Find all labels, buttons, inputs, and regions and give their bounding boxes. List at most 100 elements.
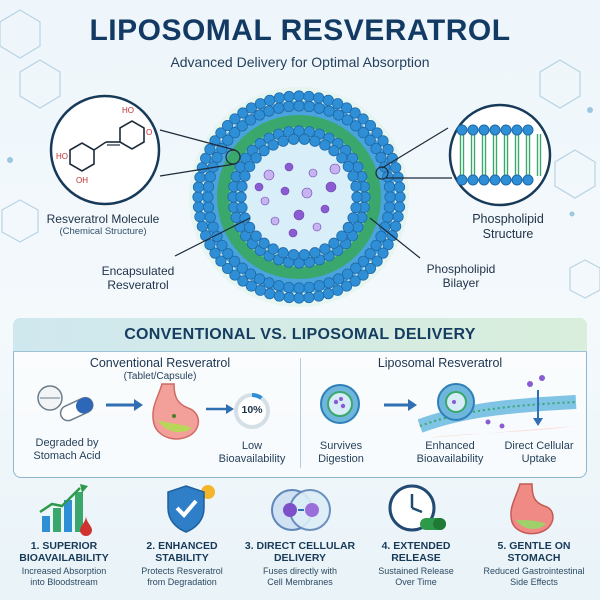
benefit-desc-line1: Increased Absorption [21,566,107,577]
phospholipid-head [253,273,266,285]
phospholipid-structure-label: Phospholipid Structure [448,212,568,242]
benefit-desc-line2: Cell Membranes [267,576,333,587]
benefit-title-line2: STOMACH [507,552,561,565]
phospholipid-head [209,247,221,259]
enhanced-bioavailability-label: Enhanced Bioavailability [408,440,492,466]
resveratrol-molecule-dot [284,162,294,172]
degraded-line1: Degraded by [35,437,99,449]
resveratrol-molecule-dot [263,169,275,181]
phospholipid-head [357,255,369,267]
low-bioavailability-label: Low Bioavailability [204,440,300,466]
phospholipid-head [383,181,396,193]
liposome-illustration [189,87,409,307]
phospholipid-head [349,107,361,119]
phospholipid-head [309,135,321,147]
phospholipid-head [342,160,354,173]
phospholipid-head [298,133,310,145]
survives-line1: Survives [319,440,363,452]
phospholipid-head [239,212,251,224]
phospholipid-head [211,151,223,164]
benefit-title-line2: DELIVERY [273,552,327,565]
direct-line2: Uptake [521,453,557,466]
low-line2: Bioavailability [218,453,286,466]
phospholipid-head [288,249,300,261]
phospholipid-head [364,134,376,146]
benefit-desc-line1: Protects Resveratrol [141,566,223,577]
phospholipid-head [200,152,212,164]
survives-label: Survives Digestion [306,440,376,466]
phospholipid-head [375,151,387,164]
lipid-head [456,174,468,186]
direct-line1: Direct Cellular [504,440,574,452]
shield-check-icon [167,485,215,533]
atom-o-right: O [146,128,153,137]
phospholipid-head [250,230,262,242]
phospholipid-head [371,127,383,139]
phospholipid-head [370,142,382,155]
benefit-title-line1: 1. SUPERIOR [30,540,98,552]
lipid-head [467,124,479,136]
phospholipid-head [204,143,216,155]
benefit-desc-line2: into Bloodstream [30,576,98,587]
lipid-head [467,174,479,186]
phospholipid-head [379,221,391,233]
phospholipid-head [328,145,340,157]
atom-oh-bottom: OH [76,176,88,185]
phospholipid-head [215,127,227,139]
resveratrol-molecule-dot [254,182,264,192]
conventional-title: Conventional Resveratrol [89,356,231,370]
phospholipid-head [216,239,228,252]
bilayer-line2: Bilayer [442,276,480,291]
lipid-head [456,124,468,136]
benefit-title-line2: STABILITY [155,552,209,565]
phospholipid-head [319,139,331,151]
phospholipid-head [244,268,257,280]
phospholipid-head [332,98,344,110]
phospholipid-head [215,255,227,267]
benefit-desc-line1: Fuses directly with [262,566,338,577]
phospholipid-head [347,212,359,224]
phospholipid-head [267,243,279,255]
phospholipid-head [377,247,389,259]
benefit-desc-line1: Sustained Release [378,566,454,577]
lipid-head [511,124,523,136]
molecule-sublabel: (Chemical Structure) [59,226,147,238]
survives-line2: Digestion [318,453,364,466]
stomach-icon [510,483,554,535]
phospholipid-head [350,180,362,192]
degraded-line2: Stomach Acid [33,450,101,463]
phospholipid-head [254,284,266,296]
phospholipid-head [364,248,376,260]
lipid-head [478,124,490,136]
direct-uptake-label: Direct Cellular Uptake [494,440,584,466]
phospholipid-head [236,120,248,132]
phospholipid-head [258,145,270,157]
phospholipid-head [370,239,382,252]
phospholipid-head [250,152,262,164]
resveratrol-molecule-dot [270,216,280,226]
comparison-heading: CONVENTIONAL VS. LIPOSOMAL DELIVERY [13,318,587,352]
benefit-title-line1: 4. EXTENDED [381,540,451,552]
phospholipid-head [277,135,289,147]
phospholipid-head [336,152,348,164]
benefit-desc-line1: Reduced Gastrointestinal [483,566,585,577]
phospholipid-head [222,134,234,146]
stomach-acid-icon [152,383,200,440]
phospholipid-head [244,160,256,173]
phospholipid-head [357,127,369,139]
phospholipid-head [382,143,394,155]
arrow-right-icon-2 [206,404,234,414]
phospholipid-head [229,255,241,267]
phospholipid-head [364,119,377,132]
phospholipid-head [222,248,234,260]
phospholipid-head [309,247,321,259]
molecule-zoom-circle [49,94,161,206]
encapsulated-line1: Encapsulated [101,264,175,278]
